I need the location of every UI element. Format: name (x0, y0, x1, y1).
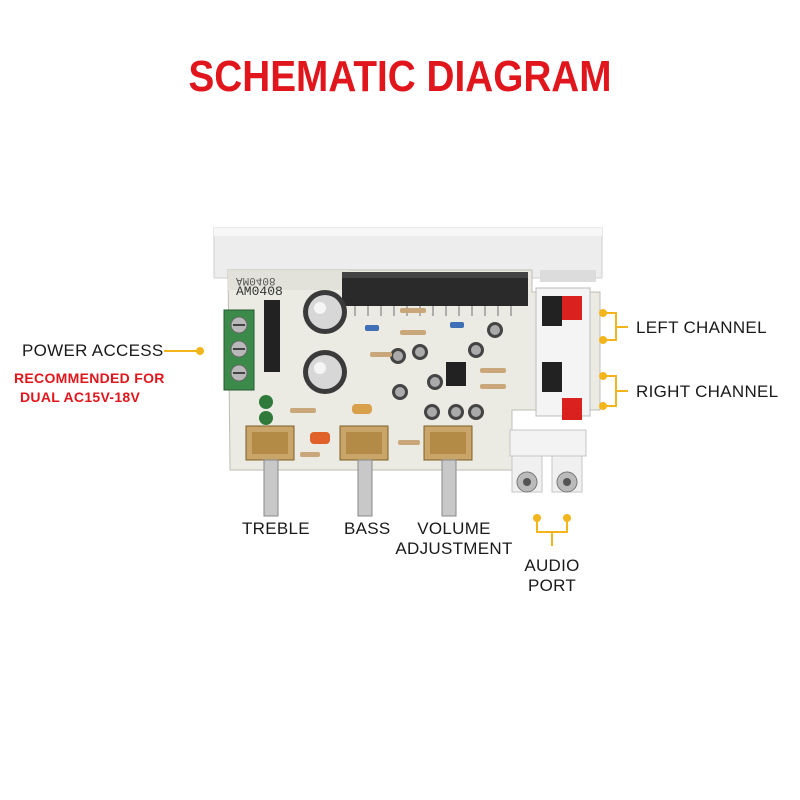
power-access-label: POWER ACCESS (22, 341, 164, 360)
right-channel-bracket (606, 375, 628, 407)
audio-port-label-line-1: AUDIO (524, 556, 580, 575)
right-channel-label: RIGHT CHANNEL (636, 382, 779, 401)
recommendation-line-1: RECOMMENDED FOR (14, 370, 165, 386)
power-terminal-block (223, 309, 255, 391)
treble-label: TREBLE (242, 519, 310, 538)
small-components (259, 308, 506, 457)
audio-port-dot-left (533, 514, 541, 522)
board-model-mirrored: AM0408 (236, 274, 276, 286)
right-channel-dot-bottom (599, 402, 607, 410)
filter-capacitor-2 (303, 350, 347, 394)
bass-label: BASS (344, 519, 391, 538)
audio-rca-port (509, 429, 587, 493)
left-channel-dot-top (599, 309, 607, 317)
rectifier-bridge (264, 300, 280, 372)
audio-port-bracket (536, 520, 568, 546)
audio-port-label-line-2: PORT (527, 576, 577, 595)
left-channel-label: LEFT CHANNEL (636, 318, 767, 337)
power-access-leader (164, 347, 204, 355)
treble-potentiometer (245, 425, 295, 517)
audio-port-dot-right (563, 514, 571, 522)
board-model-label: AM0408 (236, 284, 283, 299)
volume-label-line-2: ADJUSTMENT (395, 539, 513, 558)
page-title: SCHEMATIC DIAGRAM (188, 52, 612, 101)
volume-label-line-1: VOLUME (417, 519, 491, 538)
right-channel-dot-top (599, 372, 607, 380)
filter-capacitor-1 (303, 290, 347, 334)
left-channel-dot-bottom (599, 336, 607, 344)
recommendation-line-2: DUAL AC15V-18V (20, 389, 141, 405)
amplifier-ic (342, 272, 528, 316)
left-channel-bracket (606, 312, 628, 341)
volume-potentiometer (423, 425, 473, 517)
bass-potentiometer (339, 425, 389, 517)
speaker-terminal (535, 287, 591, 420)
